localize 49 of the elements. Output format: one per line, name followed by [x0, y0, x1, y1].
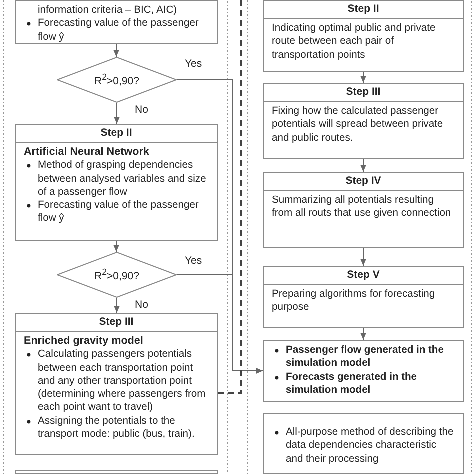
bullet-text: information criteria – BIC, AIC) [37, 4, 178, 18]
process-box [263, 340, 464, 402]
method-title: Enriched gravity model [24, 335, 144, 348]
arrow [360, 72, 366, 84]
bullet-item: Forecasts generated in the simulation model [286, 370, 418, 398]
arrow [360, 328, 366, 340]
bullet-item: Method of grasping dependencies between analysed variables and size of a passenger flow [38, 159, 208, 200]
process-box [15, 0, 218, 44]
process-box [263, 83, 464, 159]
arrow [114, 102, 120, 124]
step-heading: Step V [264, 267, 463, 285]
process-box [15, 124, 218, 241]
decision-diamond [57, 252, 177, 298]
step-description: Indicating optimal public and private route between each pair of transportation points [272, 22, 437, 62]
method-title: Artificial Neural Network [24, 146, 150, 160]
process-box [263, 413, 464, 474]
edge-label: No [134, 299, 150, 311]
process-box [15, 313, 218, 455]
decision-diamond [57, 57, 177, 103]
arrow [360, 248, 366, 266]
edge-label: No [134, 104, 150, 116]
process-box [15, 470, 218, 474]
condition-text: R$^{2}$>0,90? [94, 267, 140, 283]
edge-label: Yes [184, 58, 204, 70]
bullet-item: Forecasting value of the passenger flow ŷ [38, 17, 200, 43]
bullet-item: Calculating passengers potentials between each transportation point and any other transportation point (determining where passengers from each point want to travel) [38, 348, 207, 415]
step-heading: Step II [264, 1, 463, 19]
step-heading: Step III [264, 84, 463, 102]
process-box [263, 172, 464, 248]
arrow [114, 240, 120, 252]
dashed-connector [218, 0, 242, 394]
process-box [263, 266, 464, 328]
arrow [114, 298, 120, 314]
arrow [114, 44, 120, 58]
edge-label: Yes [184, 255, 204, 267]
step-description: Summarizing all potentials resulting from all routs that use given connection [272, 194, 452, 221]
arrow [360, 158, 366, 172]
bullet-item: Forecasting value of the passenger flow ŷ [38, 199, 200, 226]
step-heading: Step III [16, 314, 217, 332]
step-heading: Step II [16, 125, 217, 143]
arrow [176, 274, 264, 374]
bullet-item: Assigning the potentials to the transport mode: public (bus, train). [38, 414, 196, 442]
condition-text: R$^{2}$>0,90? [94, 72, 140, 88]
step-heading: Step IV [264, 173, 463, 191]
bullet-item: Passenger flow generated in the simulation model [286, 344, 445, 371]
step-description: Preparing algorithms for forecasting purpose [272, 288, 436, 315]
step-description: Fixing how the calculated passenger potentials will spread between private and public routes. [272, 105, 444, 145]
bullet-item: All-purpose method of describing the data dependencies characteristic and their processing [286, 426, 455, 466]
process-box [263, 0, 464, 72]
